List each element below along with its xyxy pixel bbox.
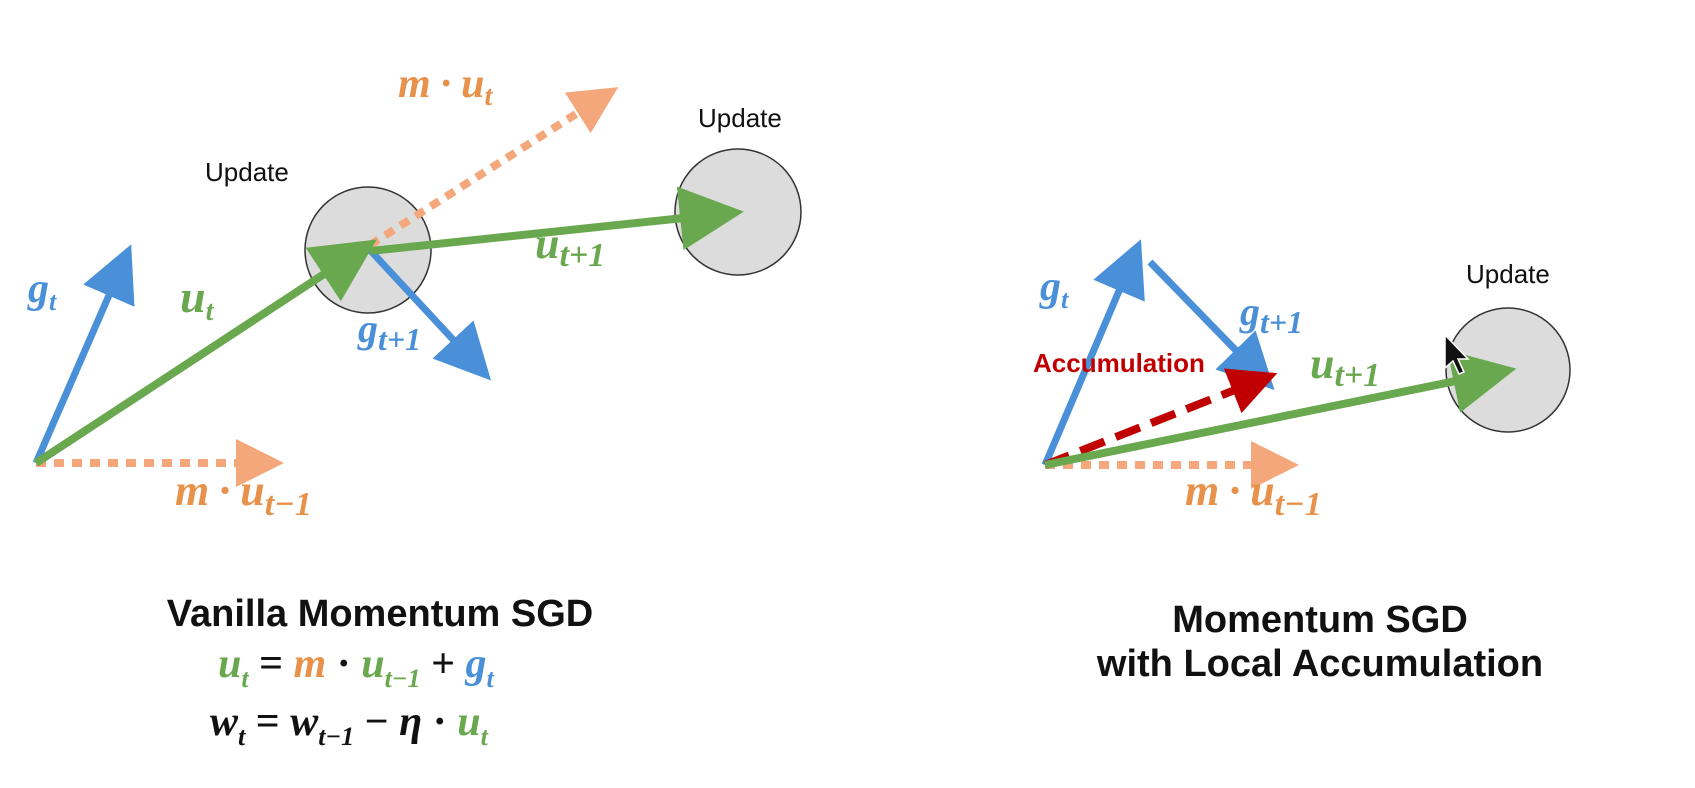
mouse-pointer-icon bbox=[1444, 333, 1470, 375]
right-title-line2: with Local Accumulation bbox=[1096, 643, 1544, 685]
u-t1-arrow bbox=[369, 186, 744, 255]
update-label-2: Update bbox=[698, 103, 782, 133]
g-t-arrow bbox=[32, 244, 135, 465]
g-t1-label-right: gt+1 bbox=[1239, 289, 1303, 340]
u-t1-label: ut+1 bbox=[535, 219, 605, 274]
right-diagram: Update Accumulation gt gt+1 ut+1 m·ut−1 bbox=[1033, 239, 1571, 523]
momentum-ut-arrow bbox=[367, 87, 619, 249]
g-t-label-right: gt bbox=[1039, 264, 1069, 314]
update-circle-2 bbox=[674, 148, 802, 276]
u-t1-label-right: ut+1 bbox=[1310, 339, 1380, 394]
m-ut-label: m·ut bbox=[398, 61, 494, 112]
update-circle-3 bbox=[1445, 307, 1571, 433]
left-title: Vanilla Momentum SGD bbox=[166, 593, 594, 635]
g-t1-arrow bbox=[367, 247, 492, 381]
u-t1-arrow-right bbox=[1044, 350, 1517, 469]
update-label-1: Update bbox=[205, 157, 289, 187]
formula-momentum: ut = m · ut−1 + gt bbox=[218, 641, 494, 693]
g-t-arrow-right bbox=[1041, 239, 1145, 467]
g-t1-arrow-right bbox=[1147, 259, 1275, 391]
m-ut1-label: m·ut−1 bbox=[175, 466, 312, 523]
g-t1-label: gt+1 bbox=[357, 306, 421, 357]
right-title: Momentum SGD with Local Accumulation bbox=[1040, 598, 1600, 686]
u-t-arrow bbox=[33, 239, 377, 467]
u-t-label: ut bbox=[180, 271, 215, 327]
right-title-line1: Momentum SGD bbox=[1172, 599, 1468, 641]
m-ut1-label-right: m·ut−1 bbox=[1185, 466, 1322, 523]
left-diagram: Update Update gt ut gt+1 ut+1 m·ut m·ut−… bbox=[27, 61, 802, 523]
g-t-label: gt bbox=[27, 266, 57, 316]
accumulation-label: Accumulation bbox=[1033, 348, 1205, 378]
update-label-3: Update bbox=[1466, 259, 1550, 289]
formula-weight-update: wt = wt−1 − η · ut bbox=[210, 699, 488, 751]
